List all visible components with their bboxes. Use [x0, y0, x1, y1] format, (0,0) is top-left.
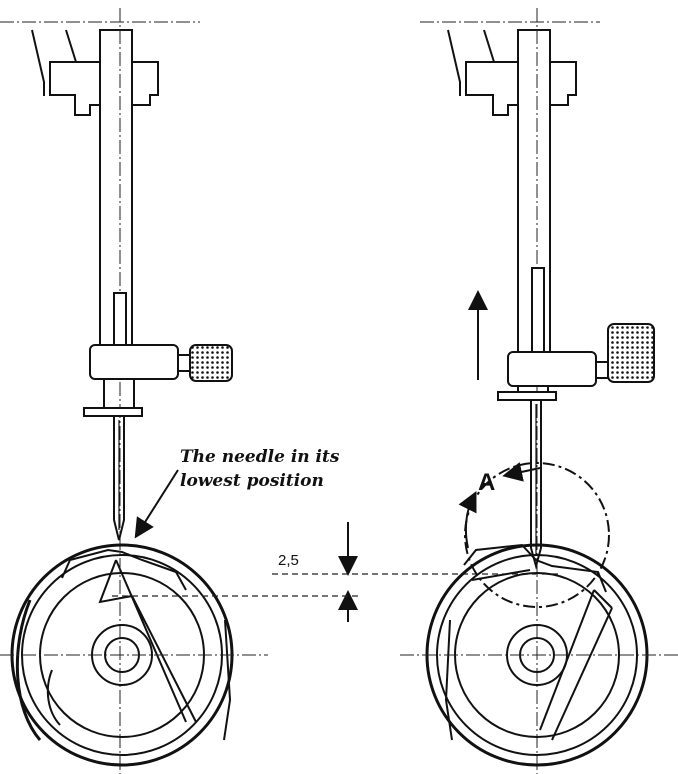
right-thread-guide	[497, 391, 557, 401]
left-clamp-screw-neck	[177, 354, 191, 372]
rotation-direction-arrow	[458, 491, 477, 549]
marker-A-arrow	[502, 462, 541, 482]
right-hook-body-top	[463, 543, 607, 593]
left-caption-leader-arrow	[134, 469, 179, 539]
right-housing-bracket	[447, 29, 461, 96]
left-thread-guide	[83, 407, 143, 417]
left-needle	[113, 416, 125, 541]
left-hook-blade	[115, 559, 197, 723]
right-needle-bar-slot	[531, 267, 545, 359]
dimension-value-label: 2,5	[278, 552, 299, 569]
needle-caption-line2: lowest position	[180, 471, 324, 491]
needle-caption-line1: The needle in its	[180, 447, 340, 467]
left-hook-body-top	[61, 548, 187, 591]
left-needle-bar-slot	[113, 292, 127, 349]
left-clamp-screw-icon	[189, 344, 233, 382]
left-housing-bracket	[31, 29, 45, 96]
right-needle-clamp	[507, 351, 597, 387]
left-hook-point	[15, 599, 42, 741]
left-housing-edge	[65, 29, 77, 63]
left-needle-clamp	[89, 344, 179, 380]
right-clamp-screw-icon	[607, 323, 655, 383]
right-hook-blade	[539, 589, 613, 741]
right-assembly: A	[400, 8, 678, 774]
rotation-path-circle	[464, 462, 610, 608]
left-assembly	[0, 8, 272, 774]
marker-A-label: A	[478, 469, 495, 496]
right-needle	[530, 400, 542, 570]
